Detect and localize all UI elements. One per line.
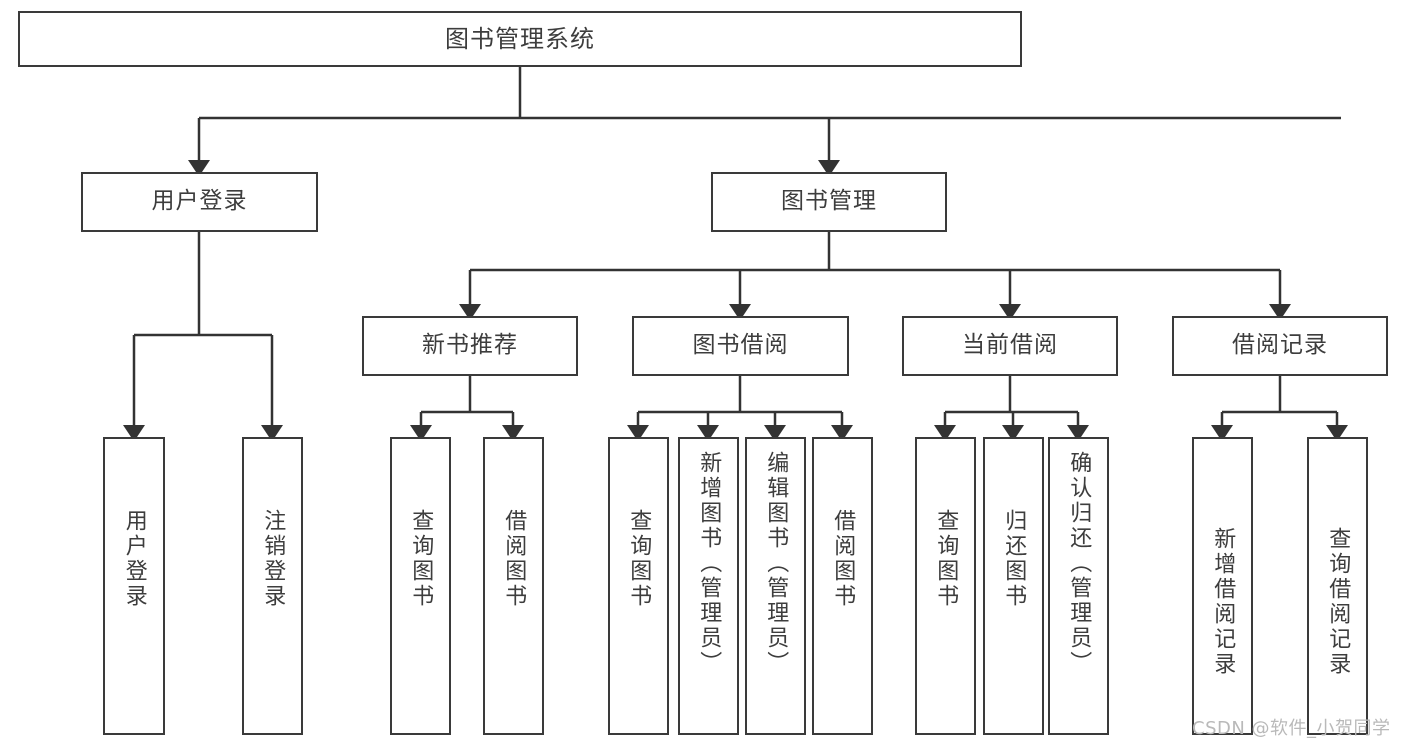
node-current-borrow[interactable]: 当前借阅 — [902, 316, 1118, 376]
node-book-manage-label: 图书管理 — [781, 188, 877, 215]
leaf-add-book[interactable]: 新增图书（管理员） — [678, 437, 739, 735]
leaf-query-record[interactable]: 查询借阅记录 — [1307, 437, 1368, 735]
node-book-manage[interactable]: 图书管理 — [711, 172, 947, 232]
node-borrow-record-label: 借阅记录 — [1232, 332, 1328, 359]
leaf-edit-book[interactable]: 编辑图书（管理员） — [745, 437, 806, 735]
leaf-add-record-label: 新增借阅记录 — [1210, 527, 1236, 677]
leaf-query-book-3-label: 查询图书 — [933, 509, 959, 609]
leaf-add-record[interactable]: 新增借阅记录 — [1192, 437, 1253, 735]
leaf-return-book-label: 归还图书 — [1001, 509, 1027, 609]
leaf-add-book-label: 新增图书（管理员） — [696, 451, 722, 676]
leaf-user-login[interactable]: 用户登录 — [103, 437, 165, 735]
node-root-label: 图书管理系统 — [445, 24, 595, 53]
leaf-query-book-2[interactable]: 查询图书 — [608, 437, 669, 735]
leaf-borrow-book-2-label: 借阅图书 — [830, 509, 856, 609]
leaf-confirm-return-label: 确认归还（管理员） — [1066, 451, 1092, 676]
leaf-query-book-1-label: 查询图书 — [408, 509, 434, 609]
leaf-user-login-label: 用户登录 — [121, 509, 147, 609]
node-current-borrow-label: 当前借阅 — [962, 332, 1058, 359]
csdn-watermark: CSDN @软件_小贺同学 — [1192, 718, 1391, 739]
leaf-query-book-2-label: 查询图书 — [626, 509, 652, 609]
node-book-borrow[interactable]: 图书借阅 — [632, 316, 849, 376]
leaf-borrow-book-1-label: 借阅图书 — [501, 509, 527, 609]
leaf-logout[interactable]: 注销登录 — [242, 437, 303, 735]
node-user-login-label: 用户登录 — [151, 188, 248, 215]
leaf-query-record-label: 查询借阅记录 — [1325, 527, 1351, 677]
node-new-book-rec-label: 新书推荐 — [422, 332, 518, 359]
leaf-confirm-return[interactable]: 确认归还（管理员） — [1048, 437, 1109, 735]
node-borrow-record[interactable]: 借阅记录 — [1172, 316, 1388, 376]
leaf-query-book-1[interactable]: 查询图书 — [390, 437, 451, 735]
leaf-borrow-book-1[interactable]: 借阅图书 — [483, 437, 544, 735]
node-new-book-rec[interactable]: 新书推荐 — [362, 316, 578, 376]
leaf-borrow-book-2[interactable]: 借阅图书 — [812, 437, 873, 735]
leaf-edit-book-label: 编辑图书（管理员） — [763, 451, 789, 676]
leaf-return-book[interactable]: 归还图书 — [983, 437, 1044, 735]
node-root[interactable]: 图书管理系统 — [18, 11, 1022, 67]
node-user-login[interactable]: 用户登录 — [81, 172, 318, 232]
node-book-borrow-label: 图书借阅 — [692, 332, 789, 359]
leaf-logout-label: 注销登录 — [260, 509, 286, 609]
leaf-query-book-3[interactable]: 查询图书 — [915, 437, 976, 735]
